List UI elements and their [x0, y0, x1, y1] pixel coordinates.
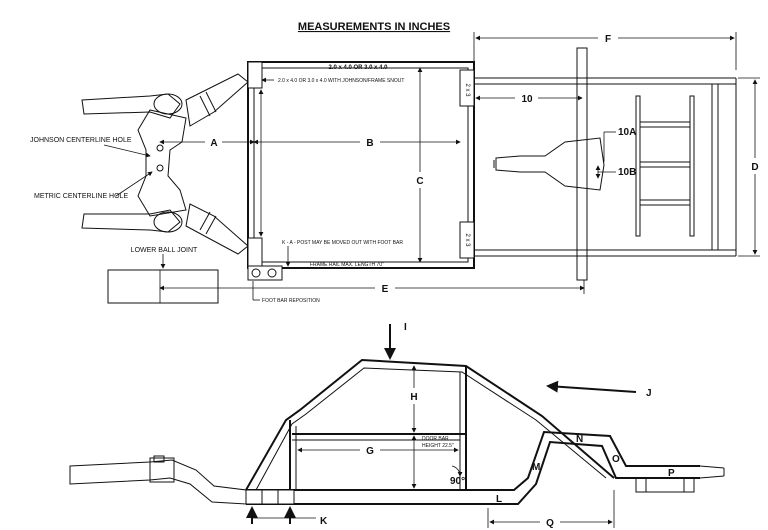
side-dimensions	[246, 324, 637, 528]
main-frame	[247, 61, 475, 269]
johnson-centerline-label: JOHNSON CENTERLINE HOLE	[30, 137, 132, 144]
dim-10b: 10B	[618, 167, 636, 178]
door-note-2: HEIGHT 22.5"	[422, 443, 454, 449]
roll-cage	[245, 358, 725, 505]
top-dimensions	[103, 32, 760, 301]
dim-o: O	[612, 454, 620, 465]
rail-note: FRAME RAIL MAX. LENGTH 70"	[310, 262, 384, 268]
dim-h: H	[410, 392, 417, 403]
door-note-1: DOOR BAR	[422, 436, 449, 442]
rear-frame	[459, 47, 737, 281]
dim-f: F	[605, 34, 611, 45]
dim-q: Q	[546, 518, 554, 529]
dim-j: J	[646, 388, 652, 399]
dim-10a: 10A	[618, 127, 636, 138]
dim-k: K	[320, 516, 328, 527]
dim-i: I	[404, 322, 407, 333]
dim-d: D	[751, 162, 758, 173]
crossmember-label: 2.0 x 4.0 OR 3.0 x 4.0	[328, 65, 388, 71]
diagram-title: MEASUREMENTS IN INCHES	[298, 21, 450, 33]
front-suspension	[81, 73, 283, 304]
dim-l: L	[496, 494, 502, 505]
metric-centerline-label: METRIC CENTERLINE HOLE	[34, 193, 128, 200]
dim-p: P	[668, 468, 675, 479]
foot-bar-label: FOOT BAR REPOSITION	[262, 298, 320, 304]
side-view: G H I J K L M N O P Q 90° DOOR BAR HEIGH…	[69, 322, 725, 529]
dim-g: G	[366, 446, 374, 457]
crossmember-note: 2.0 x 4.0 OR 3.0 x 4.0 WITH JOHNSON/FRAM…	[278, 78, 404, 84]
tube-label-top: 2 x 3	[464, 83, 470, 97]
top-view: 2.0 x 4.0 OR 3.0 x 4.0 2.0 x 4.0 OR 3.0 …	[30, 32, 760, 304]
dim-e: E	[382, 284, 389, 295]
dim-10: 10	[521, 94, 533, 105]
dim-b: B	[366, 138, 373, 149]
lower-ball-joint-label: LOWER BALL JOINT	[131, 247, 198, 254]
dim-a: A	[210, 138, 217, 149]
tube-label-bottom: 2 x 3	[464, 233, 470, 247]
dim-c: C	[416, 176, 423, 187]
angle-label: 90°	[450, 476, 465, 487]
dim-n: N	[576, 434, 583, 445]
k-note: K - A - POST MAY BE MOVED OUT WITH FOOT …	[282, 240, 403, 246]
dim-m: M	[532, 462, 540, 473]
